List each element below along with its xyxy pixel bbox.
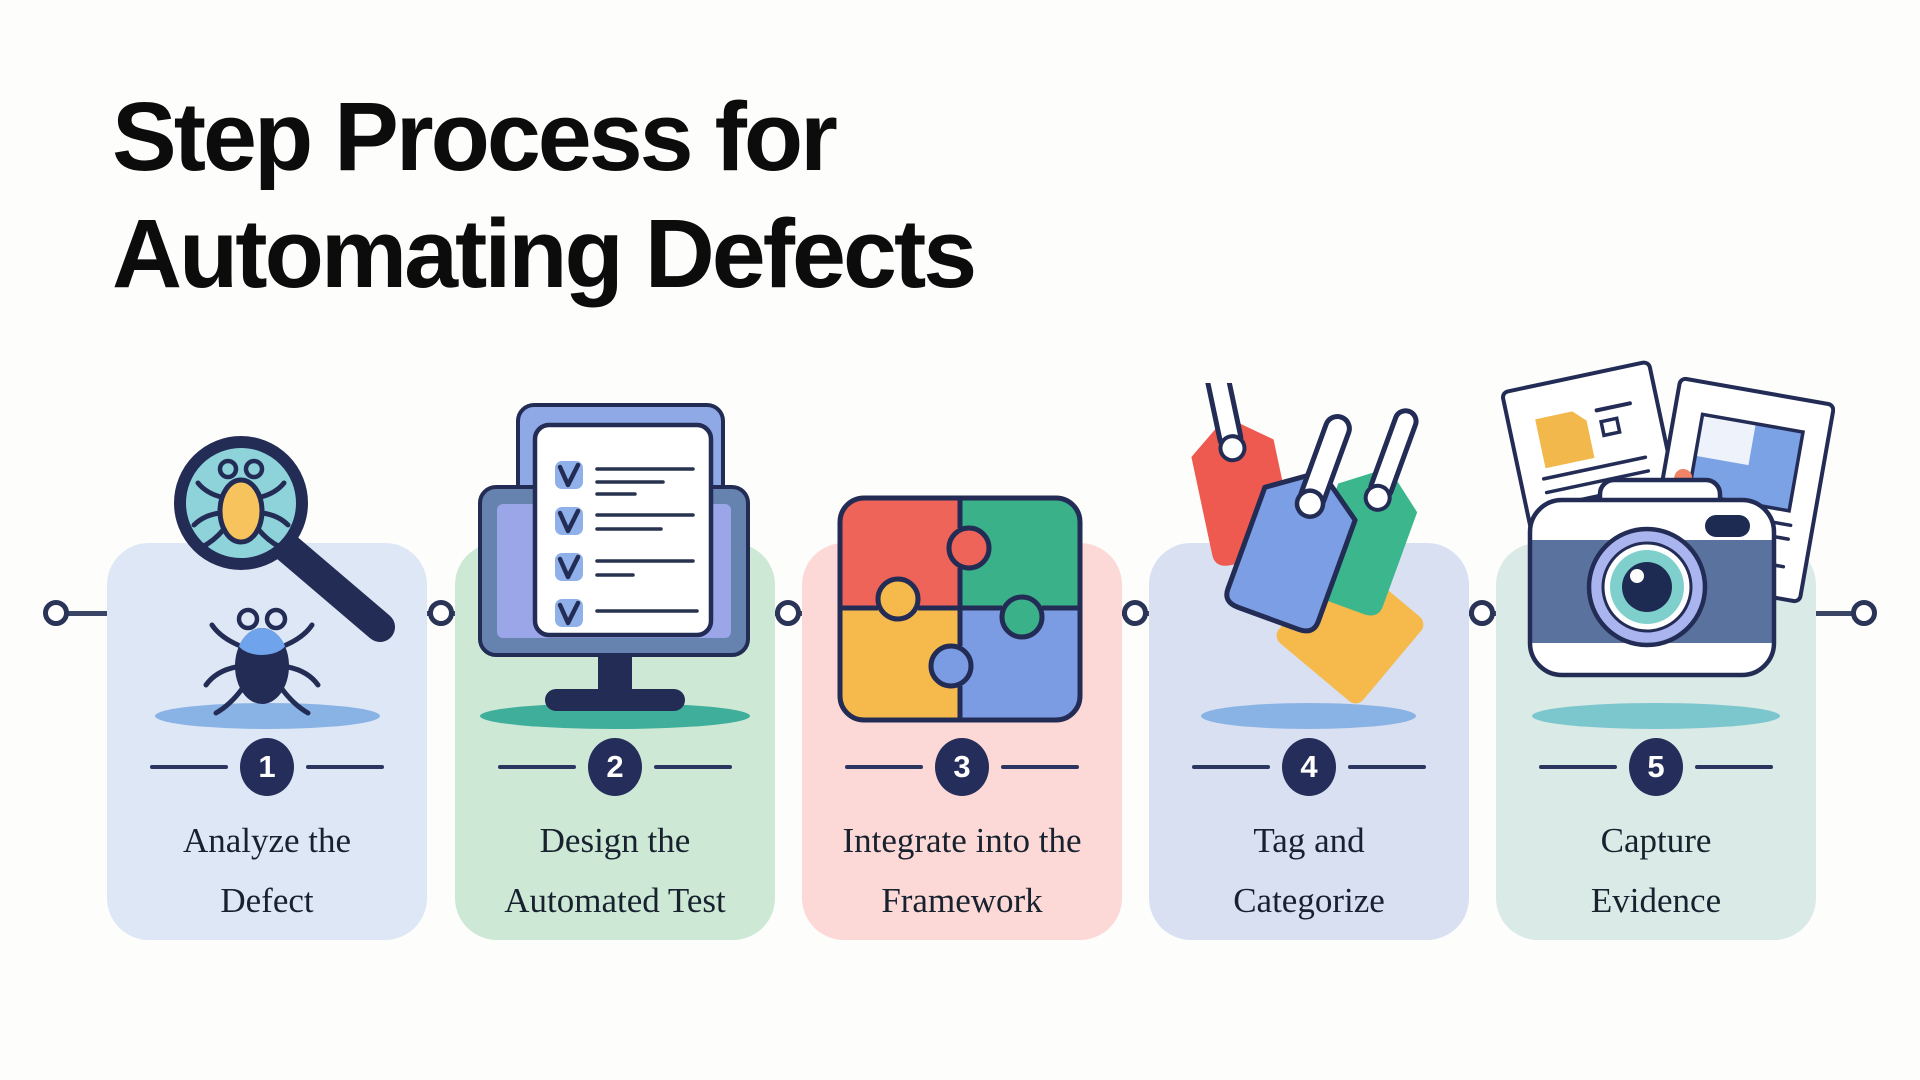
step-label-line2: Automated Test: [504, 881, 726, 920]
step-label-line1: Design the: [539, 821, 691, 860]
bug-magnifier-icon: [168, 423, 408, 723]
timeline-node-end: [1851, 600, 1877, 626]
badge-dash-left: [1192, 765, 1270, 769]
camera-evidence-icon: [1500, 355, 1836, 695]
badge-dash-left: [1539, 765, 1617, 769]
badge-dash-left: [498, 765, 576, 769]
step-label-line1: Capture: [1600, 821, 1712, 860]
step-label-line2: Framework: [881, 881, 1043, 920]
puzzle-pieces-icon: [830, 486, 1090, 741]
timeline-node-2-3: [775, 600, 801, 626]
step-number-row: 5: [1496, 738, 1816, 796]
icon-shadow-ellipse: [1532, 703, 1780, 729]
step-number-badge: 2: [588, 738, 642, 796]
badge-dash-right: [1001, 765, 1079, 769]
icon-shadow-ellipse: [155, 703, 380, 729]
title-line-2: Automating Defects: [112, 199, 977, 308]
badge-dash-left: [845, 765, 923, 769]
badge-dash-right: [306, 765, 384, 769]
step-number-badge: 1: [240, 738, 294, 796]
timeline-node-start: [43, 600, 69, 626]
title-line-1: Step Process for: [112, 82, 838, 191]
step-label-line1: Tag and: [1253, 821, 1365, 860]
timeline-node-3-4: [1122, 600, 1148, 626]
badge-dash-left: [150, 765, 228, 769]
timeline-node-1-2: [428, 600, 454, 626]
step-number-row: 3: [802, 738, 1122, 796]
step-label-line2: Categorize: [1233, 881, 1385, 920]
step-number-row: 4: [1149, 738, 1469, 796]
badge-dash-right: [1348, 765, 1426, 769]
checklist-monitor-icon: [455, 395, 755, 720]
step-number-badge: 5: [1629, 738, 1683, 796]
step-label-line1: Analyze the: [182, 821, 352, 860]
timeline-node-4-5: [1469, 600, 1495, 626]
step-label-line2: Defect: [220, 881, 314, 920]
badge-dash-right: [1695, 765, 1773, 769]
step-number-row: 1: [107, 738, 427, 796]
tags-icon: [1150, 355, 1480, 718]
icon-shadow-ellipse: [1201, 703, 1416, 729]
step-number-row: 2: [455, 738, 775, 796]
step-number-badge: 4: [1282, 738, 1336, 796]
step-label-line2: Evidence: [1590, 881, 1722, 920]
step-number-badge: 3: [935, 738, 989, 796]
badge-dash-right: [654, 765, 732, 769]
step-label-line1: Integrate into the: [842, 821, 1082, 860]
